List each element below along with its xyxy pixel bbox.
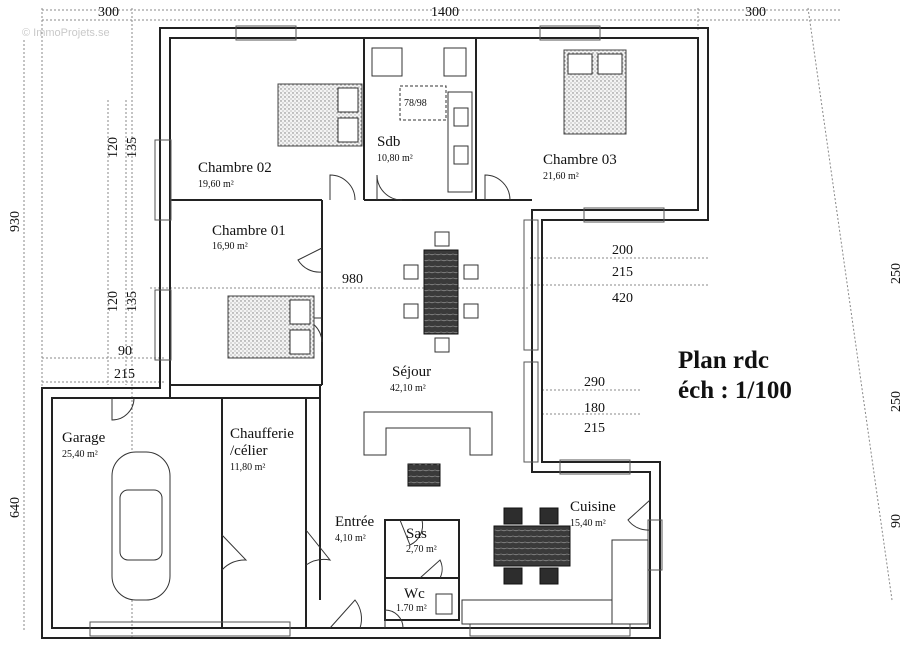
sdb-toilet — [443, 47, 467, 77]
sejour-name: Séjour — [392, 364, 431, 380]
garage-name: Garage — [62, 430, 106, 446]
chaufferie-name: Chaufferie — [230, 426, 294, 442]
sofa — [363, 411, 493, 456]
walls — [41, 27, 709, 639]
dim-left-135a: 135 — [125, 137, 140, 158]
dim-edge-250b: 250 — [889, 391, 902, 412]
furniture: 78/98 — [111, 47, 649, 625]
entree-name: Entrée — [335, 514, 374, 530]
doors — [111, 174, 651, 629]
dim-right-215a: 215 — [612, 265, 633, 280]
entree-area: 4,10 m² — [335, 533, 366, 544]
wc-toilet — [435, 593, 453, 615]
dim-left-215: 215 — [114, 367, 135, 382]
bed-chambre02 — [277, 83, 363, 147]
dining-table — [423, 249, 459, 335]
dim-right-180: 180 — [584, 401, 605, 416]
dim-edge-250a: 250 — [889, 263, 902, 284]
sdb-area: 10,80 m² — [377, 153, 413, 164]
dim-top-left: 300 — [98, 5, 119, 20]
sdb-shower — [399, 85, 447, 121]
dim-right-200: 200 — [612, 243, 633, 258]
dim-left-90: 90 — [118, 344, 132, 359]
room-labels: Chambre 02 19,60 m² Sdb 10,80 m² Chambre… — [62, 134, 617, 614]
dim-top-mid: 1400 — [431, 5, 459, 20]
dim-left-640: 640 — [8, 497, 23, 518]
dim-inner-980: 980 — [342, 272, 363, 287]
chambre01-name: Chambre 01 — [212, 223, 286, 239]
chambre01-area: 16,90 m² — [212, 241, 248, 252]
chaufferie-name-2: /célier — [230, 443, 267, 459]
cuisine-area: 15,40 m² — [570, 518, 606, 529]
car — [111, 451, 171, 601]
dim-right-290: 290 — [584, 375, 605, 390]
plan-scale: éch : 1/100 — [678, 377, 792, 404]
dim-right-215b: 215 — [584, 421, 605, 436]
sas-name: Sas — [406, 526, 427, 542]
cuisine-name: Cuisine — [570, 499, 616, 515]
dim-edge-90: 90 — [889, 514, 902, 528]
sdb-shower-size: 78/98 — [404, 98, 427, 109]
chaufferie-area: 11,80 m² — [230, 462, 265, 473]
chambre02-name: Chambre 02 — [198, 160, 272, 176]
chambre02-area: 19,60 m² — [198, 179, 234, 190]
kitchen-table — [493, 525, 571, 567]
dim-left-120b: 120 — [106, 291, 121, 312]
dim-top-right: 300 — [745, 5, 766, 20]
bed-chambre03 — [563, 49, 627, 135]
plan-title: Plan rdc — [678, 347, 769, 374]
sdb-sink — [371, 47, 403, 77]
chambre03-name: Chambre 03 — [543, 152, 617, 168]
garage-area: 25,40 m² — [62, 449, 98, 460]
dim-left-930: 930 — [8, 211, 23, 232]
coffee-table — [407, 463, 441, 487]
bed-chambre01 — [227, 295, 315, 359]
sdb-name: Sdb — [377, 134, 400, 150]
dimension-labels: 300 1400 300 930 640 120 135 120 135 90 … — [8, 5, 902, 528]
sas-area: 2,70 m² — [406, 544, 437, 555]
dim-right-420: 420 — [612, 291, 633, 306]
chambre03-area: 21,60 m² — [543, 171, 579, 182]
dim-left-120a: 120 — [106, 137, 121, 158]
dim-left-135b: 135 — [125, 291, 140, 312]
sejour-area: 42,10 m² — [390, 383, 426, 394]
dimension-lines — [23, 7, 893, 640]
wc-name: Wc — [404, 586, 425, 602]
wc-area: 1.70 m² — [396, 603, 427, 614]
sdb-cabinet — [447, 91, 473, 193]
watermark-text: © ImmoProjets.se — [22, 27, 110, 39]
